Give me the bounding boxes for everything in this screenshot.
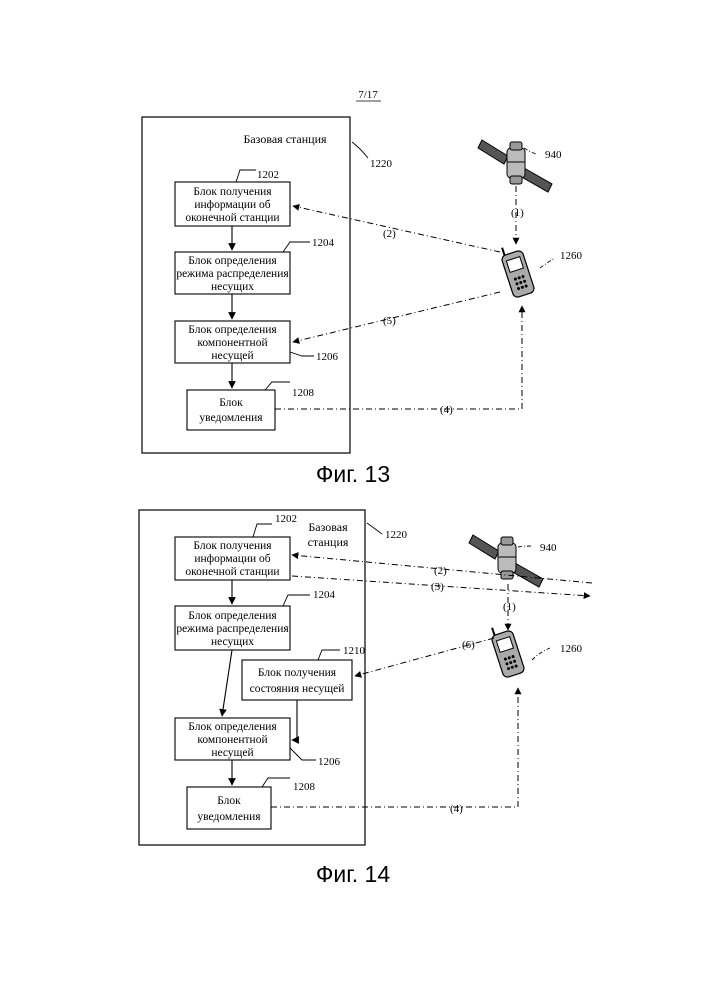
block-1204-14-line1: Блок определения: [188, 610, 277, 622]
mobile-terminal-icon-14: [488, 622, 525, 678]
satellite-icon-14: [469, 535, 543, 587]
satellite-icon: [478, 140, 552, 192]
mobile-terminal-icon: [498, 242, 535, 298]
fig13-arrow-label-4: (4): [440, 404, 453, 416]
base-station-title-line2: станция: [308, 535, 349, 549]
block-1208-14-line1: Блок: [217, 795, 241, 807]
ref-1208-14: 1208: [293, 781, 316, 793]
block-1204-line2: режима распределения: [176, 268, 289, 280]
ref-1204: 1204: [312, 237, 335, 249]
page-number: 7/17: [358, 89, 378, 101]
fig14-caption: Фиг. 14: [316, 861, 390, 887]
fig14-arrow-label-6: (6): [462, 639, 475, 651]
fig13-arrow-label-5: (5): [383, 315, 396, 327]
block-1206-line3: несущей: [211, 350, 253, 362]
block-1210-line1: Блок получения: [258, 667, 337, 679]
block-1208: [187, 390, 275, 430]
ref-1208: 1208: [292, 387, 315, 399]
fig13-arrow-label-2: (2): [383, 228, 396, 240]
block-1202-14-line1: Блок получения: [193, 540, 272, 552]
figure-14: Базовая станция 1220 Блок получения инфо…: [139, 510, 592, 887]
fig14-arrow-label-1: (1): [503, 601, 516, 613]
block-1208-line1: Блок: [219, 397, 243, 409]
ref-1202-14: 1202: [275, 513, 297, 525]
fig14-arrow-label-4: (4): [450, 803, 463, 815]
ref-1206-14: 1206: [318, 756, 341, 768]
ref-940: 940: [545, 149, 562, 161]
block-1206-line2: компонентной: [197, 337, 267, 349]
block-1206-14-line2: компонентной: [197, 734, 267, 746]
ref-1206: 1206: [316, 351, 339, 363]
figure-13: Базовая станция 1220 Блок получения инфо…: [142, 117, 583, 487]
base-station-title-line1: Базовая: [308, 520, 348, 534]
ref-940-14: 940: [540, 542, 557, 554]
block-1210-line2: состояния несущей: [250, 683, 345, 695]
base-station-title: Базовая станция: [243, 132, 327, 146]
block-1206-14-line3: несущей: [211, 747, 253, 759]
block-1204-line1: Блок определения: [188, 255, 277, 267]
ref-1204-14: 1204: [313, 589, 336, 601]
block-1204-line3: несущих: [211, 281, 254, 293]
block-1202-14-line3: оконечной станции: [185, 566, 279, 578]
block-1204-14-line2: режима распределения: [176, 623, 289, 635]
fig13-caption: Фиг. 13: [316, 461, 390, 487]
ref-1202: 1202: [257, 169, 279, 181]
fig13-arrow-label-1: (1): [511, 207, 524, 219]
fig14-arrow-label-3: (3): [431, 581, 444, 593]
block-1204-14-line3: несущих: [211, 636, 254, 648]
block-1208-line2: уведомления: [199, 412, 263, 424]
block-1202-line1: Блок получения: [193, 186, 272, 198]
ref-1260-14: 1260: [560, 643, 583, 655]
block-1202-line3: оконечной станции: [185, 212, 279, 224]
block-1202-line2: информации об: [194, 199, 270, 211]
block-1206-line1: Блок определения: [188, 324, 277, 336]
ref-1220: 1220: [370, 158, 393, 170]
ref-1210: 1210: [343, 645, 366, 657]
ref-1220-14: 1220: [385, 529, 408, 541]
block-1202-14-line2: информации об: [194, 553, 270, 565]
ref-1260: 1260: [560, 250, 583, 262]
block-1208-14-line2: уведомления: [197, 811, 261, 823]
block-1206-14-line1: Блок определения: [188, 721, 277, 733]
fig14-arrow-label-2: (2): [434, 565, 447, 577]
